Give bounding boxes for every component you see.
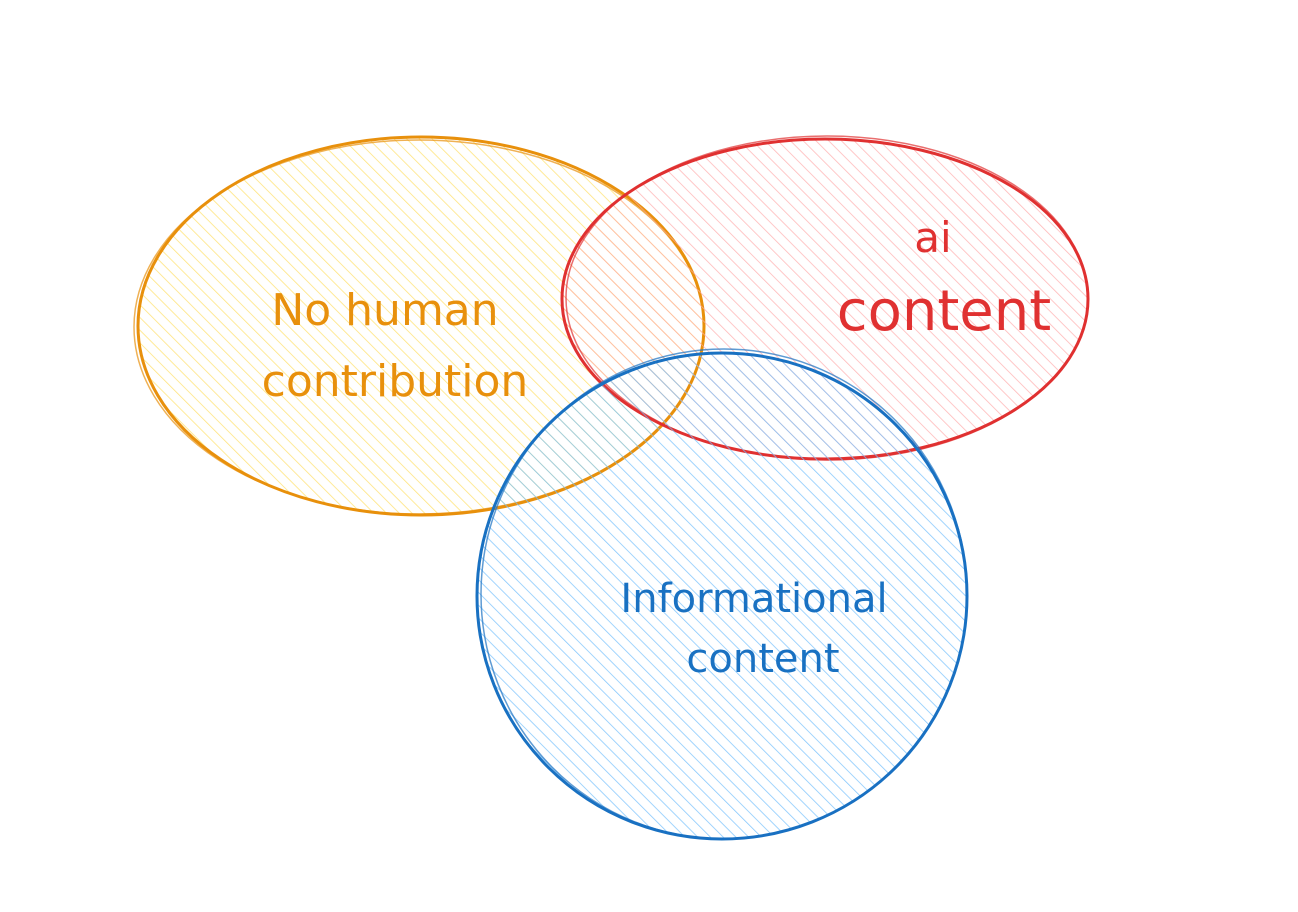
- label-ai-line2: content: [837, 279, 1051, 344]
- label-ai-line1: ai: [914, 213, 951, 262]
- label-informational-line2: content: [686, 636, 839, 682]
- set-informational-content-outline-sketch: [480, 348, 968, 840]
- label-informational-line1: Informational: [620, 576, 887, 622]
- set-informational-content-fill: [477, 353, 967, 839]
- label-no-human-line2: contribution: [262, 356, 529, 407]
- set-informational-content: [475, 348, 969, 841]
- label-no-human-line1: No human: [271, 285, 498, 336]
